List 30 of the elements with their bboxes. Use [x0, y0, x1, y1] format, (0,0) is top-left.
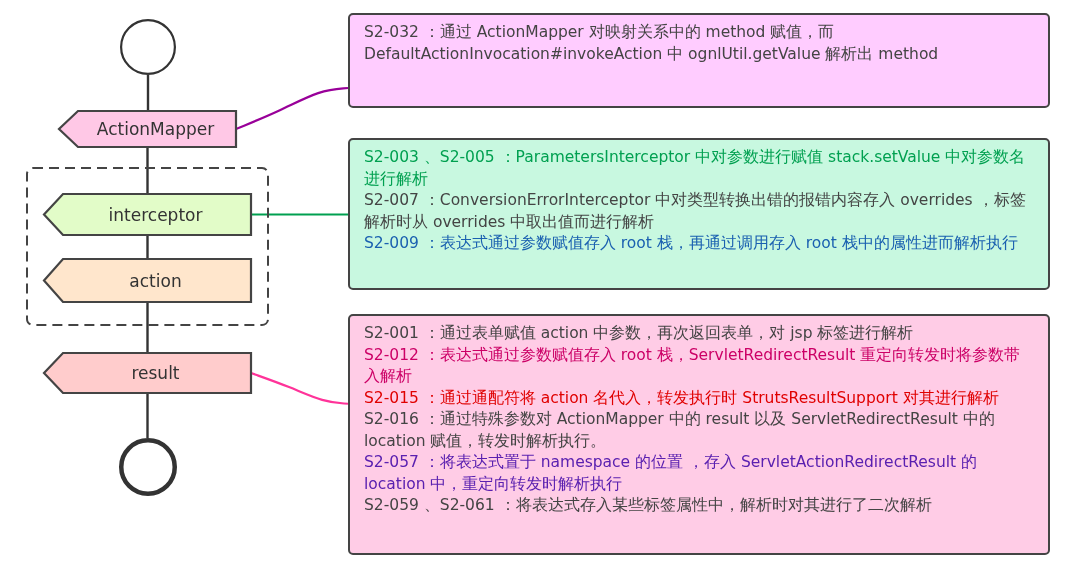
note-text: S2-007 ：ConversionErrorInterceptor 中对类型转换出错的报错内容存入 overrides ，标签解析时从 overrides 中取出值而进行解析	[364, 190, 1027, 233]
connector-line	[146, 394, 149, 438]
process-tag	[43, 352, 252, 394]
dashed-group-box	[26, 167, 269, 326]
leader-line	[251, 213, 348, 216]
connector-line	[146, 236, 149, 258]
note-text: S2-015 ：通过通配符将 action 名代入，转发执行时 StrutsResultSupport 对其进行解析	[364, 387, 1000, 409]
note-text: S2-012 ：表达式通过参数赋值存入 root 栈，ServletRedirectResult 重定向转发时将参数带入解析	[364, 344, 1022, 387]
process-tag	[43, 193, 252, 236]
note-text: S2-057 ：将表达式置于 namespace 的位置 ，存入 ServletActionRedirectResult 的 location 中，重定向转发时解析执行	[364, 452, 979, 495]
process-tag	[58, 110, 237, 148]
note-text: S2-003 、S2-005 ：ParametersInterceptor 中对参数进行赋值 stack.setValue 中对参数名进行解析	[364, 147, 1027, 190]
note-text: S2-001 ：通过表单赋值 action 中参数，再次返回表单，对 jsp 标签进行解析	[364, 323, 915, 344]
note-box	[348, 13, 1050, 108]
note-text: S2-009 ：表达式通过参数赋值存入 root 栈，再通过调用存入 root 栈中的属性进而解析执行	[364, 233, 1019, 254]
note-text: S2-059 、S2-061 ：将表达式存入某些标签属性中，解析时对其进行了二次解析	[364, 495, 933, 516]
terminal-circle	[120, 19, 176, 75]
node-label: action	[128, 270, 182, 291]
node-label: result	[130, 363, 180, 383]
node-label: interceptor	[107, 204, 203, 225]
note-box	[348, 138, 1050, 290]
note-box	[348, 314, 1050, 555]
node-label: ActionMapper	[95, 119, 215, 139]
terminal-circle	[119, 438, 177, 496]
connector-line	[146, 148, 149, 193]
note-text: S2-032 ：通过 ActionMapper 对映射关系中的 method 赋值，而 DefaultActionInvocation#invokeAction 中 ognlUtil.getValue 解析出 method	[364, 22, 940, 65]
note-text: S2-016 ：通过特殊参数对 ActionMapper 中的 result 以及 ServletRedirectResult 中的 location 赋值，转发时解析执行。	[364, 409, 996, 452]
connector-line	[146, 75, 150, 110]
process-tag	[43, 258, 252, 303]
connector-line	[146, 303, 149, 352]
